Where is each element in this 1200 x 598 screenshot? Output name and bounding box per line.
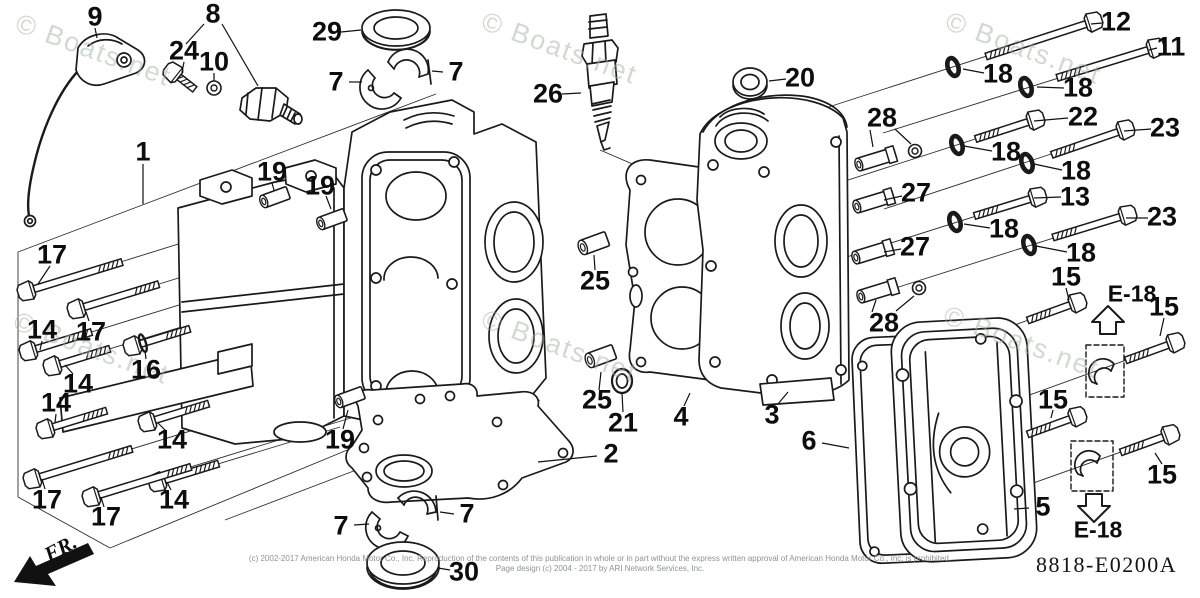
fasteners-and-pins xyxy=(16,11,1186,508)
cylinder-head-drawing xyxy=(696,94,850,406)
copyright-line-2: Page design (c) 2004 - 2017 by ARI Netwo… xyxy=(495,564,705,573)
cylinder-block-drawing xyxy=(343,99,547,437)
main-bearing-half-top-drawings xyxy=(359,48,432,110)
fr-direction-arrow xyxy=(14,543,94,586)
spark-plug-cap-drawing xyxy=(23,33,146,228)
seal-ring-29-drawing xyxy=(361,9,431,51)
o-ring-drawing xyxy=(610,367,634,395)
spark-plug-drawing xyxy=(581,13,619,151)
head-cover-drawing xyxy=(890,317,1038,563)
callout-leader-lines xyxy=(37,22,1165,571)
block-gasket-drawing xyxy=(345,382,574,504)
seal-ring-30-drawing xyxy=(366,541,440,590)
oil-pressure-switch-drawing xyxy=(239,87,303,125)
copyright-line-1: (c) 2002-2017 American Honda Motor Co., … xyxy=(248,554,952,563)
seal-ring-20-drawing xyxy=(732,67,768,100)
e18-reference-graphics xyxy=(1070,305,1125,523)
diagram-code: 8818-E0200A xyxy=(1036,552,1178,577)
